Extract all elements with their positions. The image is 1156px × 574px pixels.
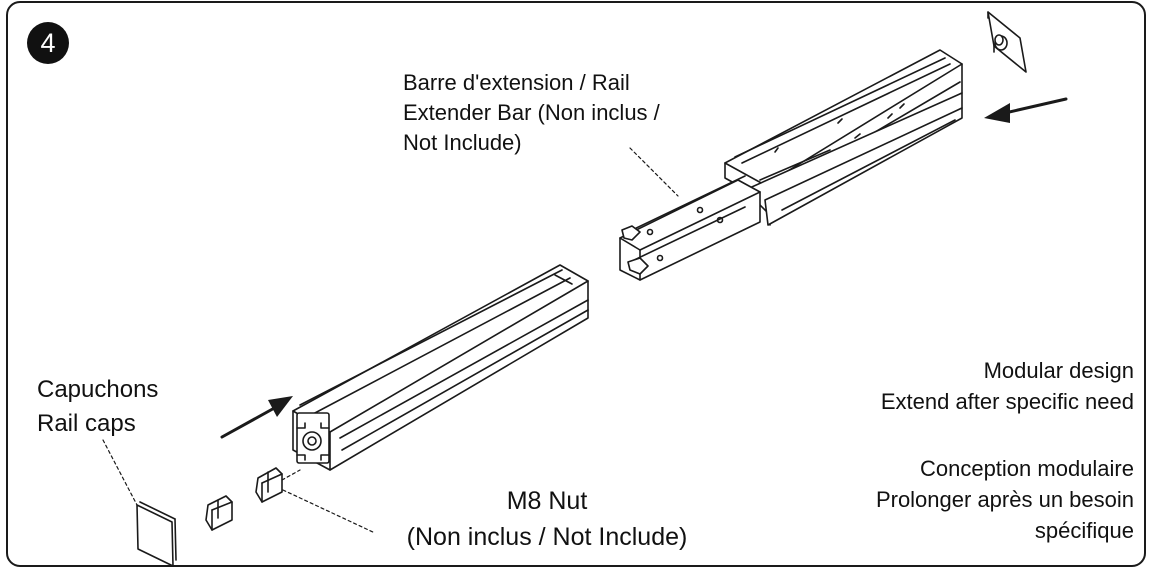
modular-en-line-1: Modular design [983, 358, 1134, 383]
modular-fr-line-2: Prolonger après un besoin [875, 487, 1134, 512]
extender-bar [619, 175, 761, 281]
arrow-in-icon [220, 396, 293, 439]
end-plate-top [987, 11, 1027, 73]
extender-bar-label: Barre d'extension / Rail Extender Bar (N… [403, 68, 660, 158]
step-number-badge: 4 [27, 22, 69, 64]
upper-rail [724, 49, 963, 226]
modular-design-fr-label: Conception modulaire Prolonger après un … [876, 453, 1134, 546]
rail-cap [136, 501, 177, 567]
arrow-in-icon [984, 97, 1068, 123]
nut-line-2: (Non inclus / Not Include) [406, 523, 688, 551]
nut-piece-2 [255, 467, 283, 503]
extender-line-2: Extender Bar (Non inclus / [403, 100, 660, 125]
modular-fr-line-3: spécifique [1034, 518, 1134, 543]
caps-line-2: Rail caps [37, 410, 136, 437]
caps-line-1: Capuchons [37, 376, 159, 403]
leader-lines [102, 147, 679, 534]
extender-line-3: Not Include) [403, 130, 522, 155]
nut-line-1: M8 Nut [506, 487, 588, 515]
nut-piece-1 [205, 495, 233, 531]
m8-nut-label: M8 Nut (Non inclus / Not Include) [387, 483, 707, 555]
modular-en-line-2: Extend after specific need [880, 389, 1134, 414]
modular-design-en-label: Modular design Extend after specific nee… [881, 355, 1134, 417]
modular-fr-line-1: Conception modulaire [919, 456, 1134, 481]
rail-caps-label: Capuchons Rail caps [37, 373, 158, 441]
lower-rail [292, 264, 589, 471]
extender-line-1: Barre d'extension / Rail [403, 70, 630, 95]
